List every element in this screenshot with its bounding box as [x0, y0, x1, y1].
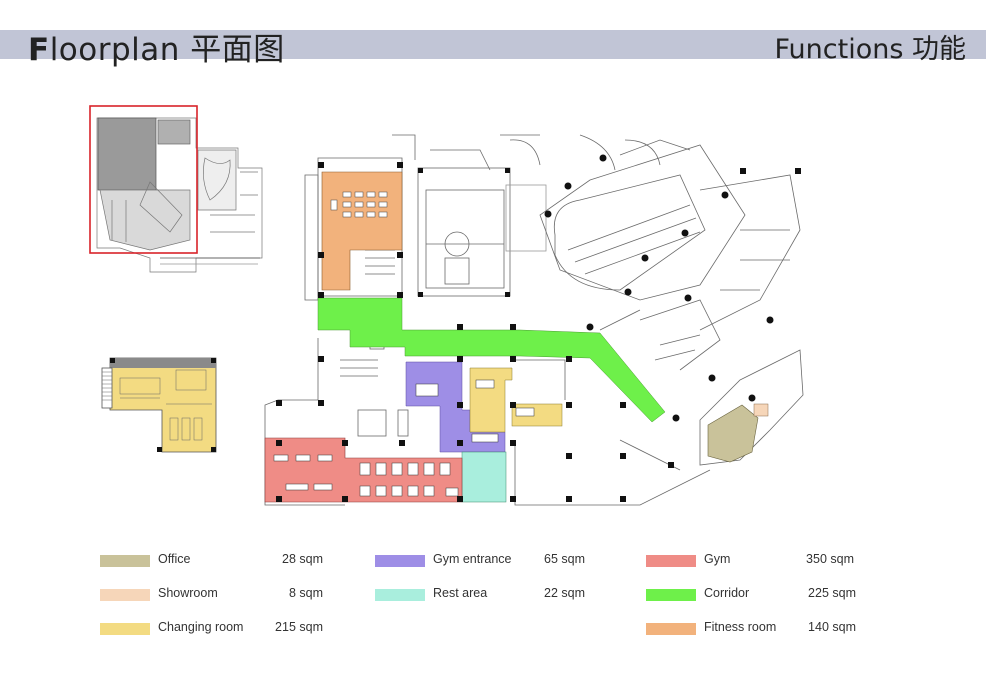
- legend-label-changing-room: Changing room: [158, 620, 244, 634]
- legend-area-gym-entrance: 65 sqm: [544, 552, 585, 566]
- main-plan-walls: [264, 134, 804, 506]
- legend-area-rest-area: 22 sqm: [544, 586, 585, 600]
- key-plan-highlight-frame: [89, 105, 198, 254]
- legend-rest-area: Rest area 22 sqm: [375, 585, 605, 605]
- zone-office: [707, 404, 759, 463]
- legend-label-corridor: Corridor: [704, 586, 750, 600]
- page-title: Floorplan 平面图: [28, 24, 285, 69]
- fitness-room-equipment: [330, 191, 388, 218]
- legend-swatch-rest-area: [375, 589, 425, 601]
- legend-gym: Gym 350 sqm: [646, 551, 876, 571]
- legend-swatch-showroom: [100, 589, 150, 601]
- legend-area-corridor: 225 sqm: [808, 586, 856, 600]
- changing-room-detail: [101, 357, 217, 453]
- legend-gym-entrance: Gym entrance 65 sqm: [375, 551, 605, 571]
- gym-equipment: [273, 454, 459, 497]
- header-band: [0, 30, 986, 59]
- legend-office: Office 28 sqm: [100, 551, 330, 571]
- legend-swatch-changing-room: [100, 623, 150, 635]
- zone-corridor: [317, 297, 666, 423]
- legend-showroom: Showroom 8 sqm: [100, 585, 330, 605]
- zone-changing-room: [469, 367, 513, 433]
- legend-area-changing-room: 215 sqm: [275, 620, 323, 634]
- legend-area-office: 28 sqm: [282, 552, 323, 566]
- legend-area-showroom: 8 sqm: [288, 586, 323, 600]
- legend-fitness-room: Fitness room 140 sqm: [646, 619, 876, 639]
- legend-changing-room: Changing room 215 sqm: [100, 619, 330, 639]
- legend-label-showroom: Showroom: [158, 586, 218, 600]
- legend-swatch-gym: [646, 555, 696, 567]
- columns: [276, 154, 801, 502]
- legend-label-gym: Gym: [704, 552, 731, 566]
- legend-label-fitness-room: Fitness room: [704, 620, 777, 634]
- legend-corridor: Corridor 225 sqm: [646, 585, 876, 605]
- title-first-letter: F: [28, 32, 50, 68]
- title-rest: loorplan 平面图: [49, 32, 285, 68]
- legend-label-rest-area: Rest area: [433, 586, 488, 600]
- legend-swatch-gym-entrance: [375, 555, 425, 567]
- zone-rest-area: [461, 451, 507, 503]
- zone-fitness-room: [321, 171, 403, 291]
- legend-swatch-corridor: [646, 589, 696, 601]
- legend-area-gym: 350 sqm: [806, 552, 854, 566]
- legend-label-gym-entrance: Gym entrance: [433, 552, 512, 566]
- zone-showroom: [753, 403, 769, 417]
- section-title: Functions 功能: [774, 34, 967, 65]
- legend-area-fitness-room: 140 sqm: [808, 620, 856, 634]
- key-plan: [96, 117, 263, 273]
- legend-label-office: Office: [158, 552, 191, 566]
- legend-swatch-fitness-room: [646, 623, 696, 635]
- legend-swatch-office: [100, 555, 150, 567]
